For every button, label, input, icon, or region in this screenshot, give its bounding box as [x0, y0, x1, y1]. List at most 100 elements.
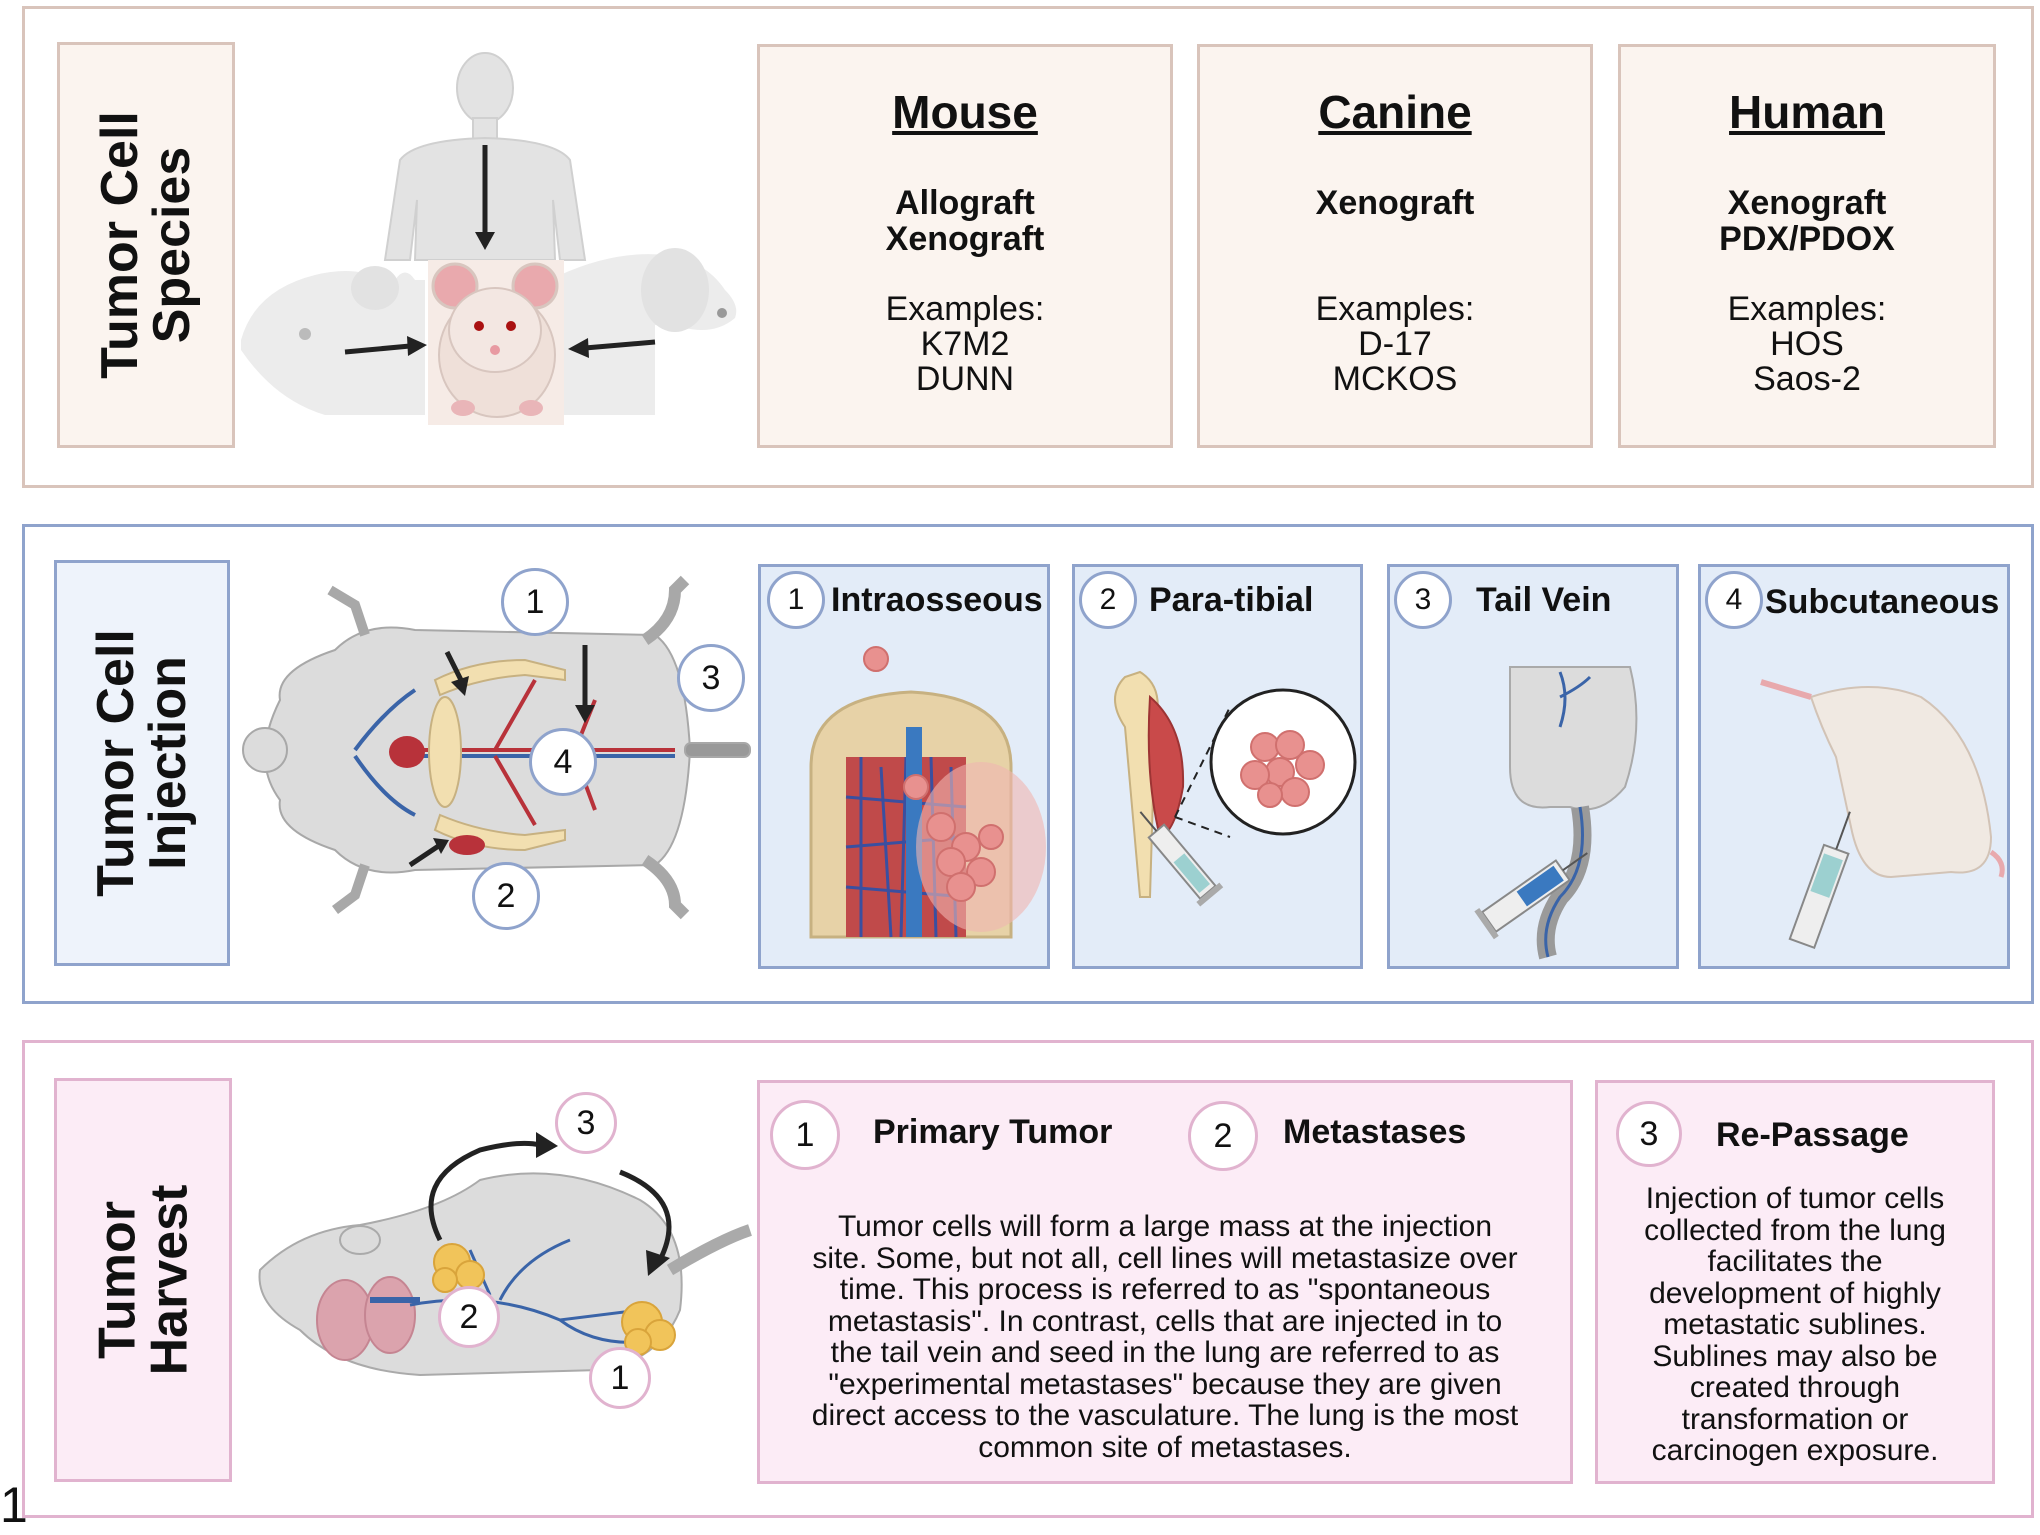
- examples-label: Examples:: [1315, 290, 1475, 328]
- repassage-line: facilitates the: [1707, 1245, 1883, 1278]
- route-title: Intraosseous: [831, 581, 1043, 619]
- route-box-tail-vein: 3 Tail Vein: [1387, 564, 1679, 969]
- harvest-info-box: 1 Primary Tumor 2 Metastases Tumor cells…: [757, 1080, 1573, 1484]
- figure-number: 1: [0, 1477, 28, 1533]
- species-type: Allograft: [895, 184, 1035, 222]
- arrow-dog-to-mouse: [584, 339, 656, 351]
- paragraph-line: site. Some, but not all, cell lines will…: [812, 1241, 1518, 1275]
- route-title: Subcutaneous: [1765, 583, 2000, 621]
- circle-number: 2: [1099, 583, 1117, 616]
- repassage-line: development of highly: [1649, 1276, 1941, 1310]
- route-title: Tail Vein: [1476, 581, 1612, 619]
- circle-number: 4: [1725, 583, 1743, 616]
- bone-cross-section-illustration: [809, 646, 1046, 939]
- paragraph-line: "experimental metastases" because they a…: [828, 1367, 1502, 1401]
- injection-number-circle: 1: [501, 568, 569, 636]
- primary-tumor-title: Primary Tumor: [873, 1113, 1113, 1151]
- route-title: Para-tibial: [1149, 581, 1314, 619]
- repassage-circle: 3: [1616, 1101, 1682, 1167]
- circle-number: 4: [553, 742, 573, 781]
- harvest-number-circle: 1: [589, 1347, 651, 1409]
- arrow-rat-to-mouse: [344, 343, 411, 355]
- circle-number: 1: [795, 1115, 815, 1154]
- repassage-line: metastatic sublines.: [1663, 1308, 1927, 1341]
- para-tibial-illustration: [1114, 670, 1357, 907]
- example: DUNN: [915, 360, 1015, 398]
- injection-number-circle: 3: [677, 644, 745, 712]
- repassage-title: Re-Passage: [1716, 1116, 1909, 1154]
- species-type: Xenograft: [1727, 184, 1887, 222]
- repassage-line: carcinogen exposure.: [1651, 1434, 1939, 1467]
- repassage-line: created through: [1689, 1371, 1901, 1404]
- species-name: Canine: [1318, 86, 1472, 138]
- label-line: Harvest: [140, 1184, 199, 1376]
- metastases-circle: 2: [1188, 1101, 1258, 1171]
- label-line: Injection: [139, 656, 197, 870]
- species-name: Mouse: [892, 86, 1038, 138]
- example: Saos-2: [1753, 360, 1861, 398]
- circle-number: 3: [1414, 583, 1432, 616]
- tail-vein-illustration: [1474, 666, 1638, 960]
- paragraph-line: common site of metastases.: [978, 1430, 1352, 1464]
- circle-number: 1: [610, 1358, 630, 1397]
- route-box-subcutaneous: 4 Subcutaneous: [1698, 564, 2010, 969]
- species-type: Xenograft: [885, 220, 1045, 258]
- route-number-circle: 3: [1394, 571, 1452, 629]
- repassage-line: transformation or: [1681, 1402, 1909, 1436]
- paragraph-line: the tail vein and seed in the lung are r…: [830, 1336, 1500, 1369]
- circle-number: 3: [576, 1103, 596, 1142]
- species-type: Xenograft: [1315, 184, 1475, 222]
- harvest-number-circle: 3: [555, 1092, 617, 1154]
- subcutaneous-illustration: [1760, 679, 2005, 950]
- harvest-number-circle: 2: [438, 1286, 500, 1348]
- lungs-organ: [316, 1276, 416, 1361]
- repassage-text: Injection of tumor cells collected from …: [1598, 1183, 1992, 1467]
- label-line: Tumor Cell: [91, 111, 149, 379]
- circle-number: 2: [496, 876, 516, 915]
- tumor-mass: [449, 835, 485, 855]
- species-illustration: [241, 52, 737, 425]
- repassage-line: collected from the lung: [1644, 1213, 1946, 1247]
- harvest-paragraph: Tumor cells will form a large mass at th…: [760, 1211, 1570, 1463]
- species-type: PDX/PDOX: [1719, 220, 1895, 258]
- circle-number: 1: [787, 583, 805, 616]
- mouse-figure: [428, 260, 564, 425]
- paragraph-line: time. This process is referred to as "sp…: [839, 1273, 1491, 1306]
- circle-number: 3: [701, 658, 721, 697]
- label-line: Species: [143, 146, 201, 344]
- species-section: [22, 6, 2034, 488]
- route-number-circle: 4: [1705, 571, 1763, 629]
- example: MCKOS: [1332, 360, 1458, 398]
- repassage-box: 3 Re-Passage Injection of tumor cells co…: [1595, 1080, 1995, 1484]
- heart-organ: [389, 736, 425, 768]
- species-name: Human: [1729, 86, 1885, 138]
- repassage-line: Injection of tumor cells: [1645, 1182, 1945, 1215]
- paragraph-line: Tumor cells will form a large mass at th…: [837, 1210, 1493, 1243]
- rat-silhouette: [241, 266, 425, 415]
- route-number-circle: 2: [1079, 571, 1137, 629]
- metastases-title: Metastases: [1283, 1113, 1467, 1151]
- circle-number: 1: [525, 582, 545, 621]
- bones: [428, 658, 566, 852]
- route-box-para-tibial: 2 Para-tibial: [1072, 564, 1363, 969]
- circle-number: 3: [1639, 1114, 1659, 1153]
- example: D-17: [1358, 325, 1432, 363]
- dog-silhouette: [560, 248, 737, 415]
- route-number-circle: 1: [767, 571, 825, 629]
- label-line: Tumor: [88, 1201, 147, 1359]
- examples-label: Examples:: [1727, 290, 1887, 328]
- repassage-line: Sublines may also be: [1652, 1339, 1938, 1373]
- route-box-intraosseous: 1 Intraosseous: [758, 564, 1050, 969]
- paragraph-line: metastasis". In contrast, cells that are…: [827, 1304, 1503, 1338]
- example: K7M2: [920, 325, 1010, 363]
- mouse-harvest-diagram: [258, 1132, 752, 1377]
- example: HOS: [1770, 325, 1844, 363]
- injection-number-circle: 2: [472, 862, 540, 930]
- circle-number: 2: [459, 1297, 479, 1336]
